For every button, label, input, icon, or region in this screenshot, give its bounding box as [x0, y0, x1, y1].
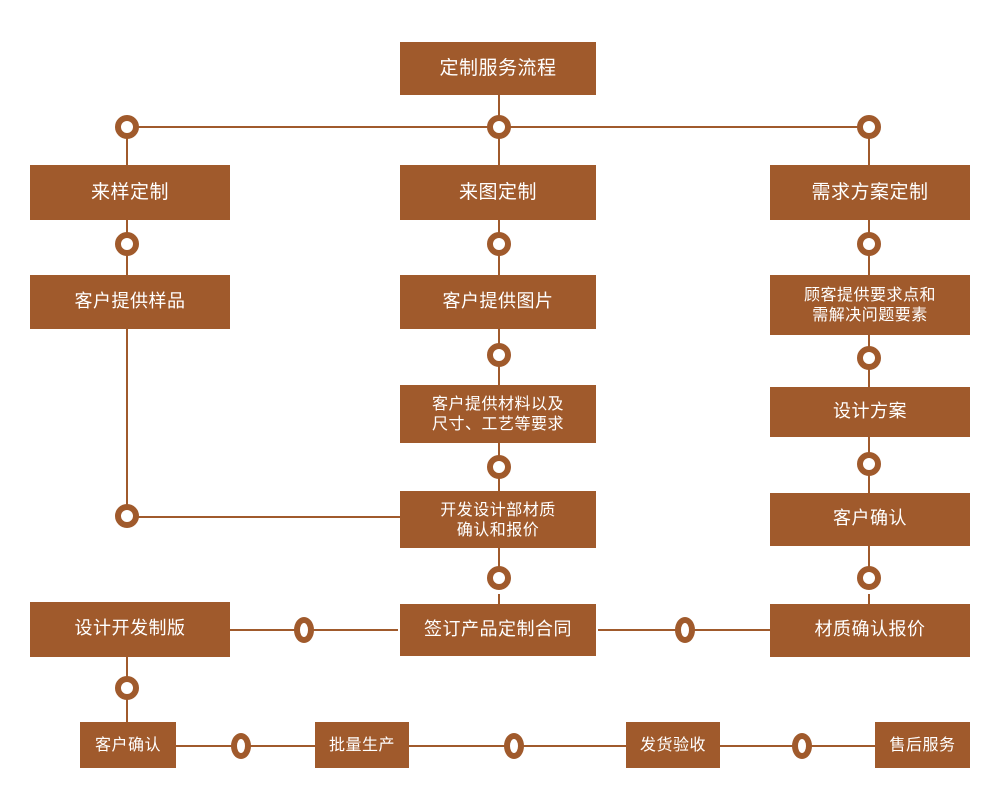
link-design-down — [126, 657, 128, 677]
link-design-down2 — [126, 699, 128, 723]
connector-right-design — [857, 452, 881, 476]
link-center-dev-down — [498, 548, 500, 574]
node-center-dev[interactable]: 开发设计部材质 确认和报价 — [400, 491, 596, 548]
node-contract[interactable]: 签订产品定制合同 — [400, 604, 596, 656]
node-branch-center[interactable]: 来图定制 — [400, 165, 596, 220]
connector-center-dev — [487, 566, 511, 590]
connector-contract-quote — [675, 617, 695, 643]
node-root[interactable]: 定制服务流程 — [400, 42, 596, 95]
link-design-to-contract — [230, 629, 398, 631]
connector-center-material — [487, 455, 511, 479]
link-split-right-down — [868, 136, 870, 166]
node-branch-left[interactable]: 来样定制 — [30, 165, 230, 220]
link-right-confirm-down2 — [868, 594, 870, 604]
connector-split-left — [115, 115, 139, 139]
connector-confirm-mass — [231, 733, 251, 759]
connector-mass-ship — [504, 733, 524, 759]
node-mass-production[interactable]: 批量生产 — [315, 722, 409, 768]
node-final-confirm[interactable]: 客户确认 — [80, 722, 176, 768]
connector-design-contract — [294, 617, 314, 643]
node-material-quote[interactable]: 材质确认报价 — [770, 604, 970, 657]
node-shipping-acceptance[interactable]: 发货验收 — [626, 722, 720, 768]
connector-right-requirements — [857, 346, 881, 370]
connector-center-branch — [487, 232, 511, 256]
node-right-requirements[interactable]: 顾客提供要求点和 需解决问题要素 — [770, 275, 970, 335]
node-center-image[interactable]: 客户提供图片 — [400, 275, 596, 329]
node-after-sales[interactable]: 售后服务 — [875, 722, 970, 768]
node-left-sample[interactable]: 客户提供样品 — [30, 275, 230, 329]
connector-design-down — [115, 676, 139, 700]
connector-right-confirm — [857, 566, 881, 590]
connector-split-center — [487, 115, 511, 139]
link-root-down — [498, 95, 500, 117]
link-split-center-down — [498, 136, 500, 166]
node-right-confirm[interactable]: 客户确认 — [770, 493, 970, 546]
node-center-material[interactable]: 客户提供材料以及 尺寸、工艺等要求 — [400, 385, 596, 443]
connector-ship-service — [792, 733, 812, 759]
connector-split-right — [857, 115, 881, 139]
node-branch-right[interactable]: 需求方案定制 — [770, 165, 970, 220]
link-split-left-down — [126, 136, 128, 166]
link-right-confirm-down — [868, 546, 870, 574]
link-center-dev-down2 — [498, 594, 500, 604]
node-design-development[interactable]: 设计开发制版 — [30, 602, 230, 657]
connector-right-branch — [857, 232, 881, 256]
connector-left-branch — [115, 232, 139, 256]
connector-center-image — [487, 343, 511, 367]
node-right-design[interactable]: 设计方案 — [770, 387, 970, 437]
connector-left-join — [115, 504, 139, 528]
link-left-join-to-dev — [138, 516, 400, 518]
link-left-sample-down — [126, 329, 128, 509]
